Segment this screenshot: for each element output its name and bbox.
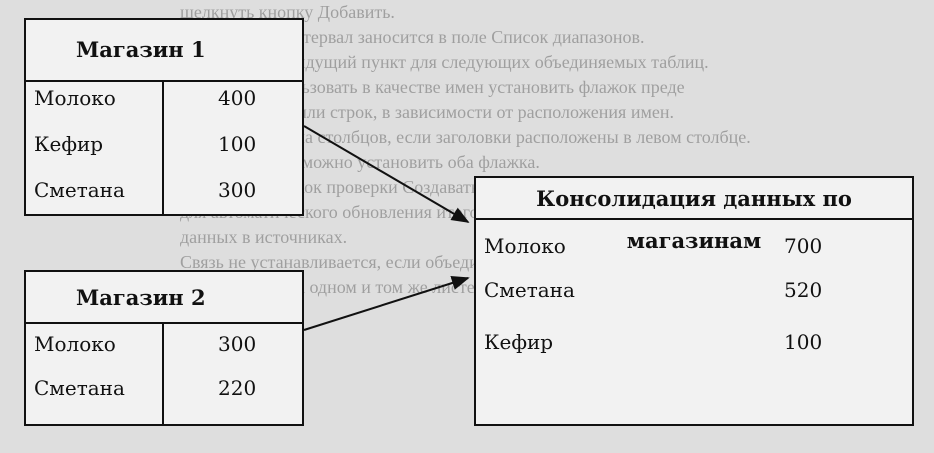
consolidation-row-value: 700 (784, 234, 823, 258)
store2-column-divider (162, 324, 164, 424)
background-text-line: щелкнуть кнопку Добавить. (180, 2, 395, 22)
store2-row-name: Молоко (34, 332, 116, 356)
background-text-line: данных в источниках. (180, 227, 348, 247)
store2-row-value: 300 (218, 332, 257, 356)
store1-column-divider (162, 82, 164, 214)
consolidation-title: Консолидация данных по магазинам (476, 178, 912, 253)
arrow-store1-to-consolidation (303, 125, 470, 223)
store1-row-name: Кефир (34, 132, 104, 156)
consolidation-row-name: Молоко (484, 234, 566, 258)
store2-table: Магазин 2 Молоко 300 Сметана 220 (24, 270, 304, 426)
store1-row-value: 400 (218, 86, 257, 110)
store1-row-name: Молоко (34, 86, 116, 110)
store1-table: Магазин 1 Молоко 400 Кефир 100 Сметана 3… (24, 18, 304, 216)
store1-row-name: Сметана (34, 178, 125, 202)
consolidation-row-name: Сметана (484, 278, 575, 302)
store2-row-value: 220 (218, 376, 257, 400)
background-text-line: Повторить предыдущий пункт для следующих… (150, 50, 934, 75)
store1-row-value: 100 (218, 132, 257, 156)
store2-row-name: Сметана (34, 376, 125, 400)
consolidation-row-name: Кефир (484, 330, 554, 354)
store2-title: Магазин 2 (26, 272, 302, 324)
consolidation-row-value: 100 (784, 330, 823, 354)
store1-title: Магазин 1 (26, 20, 302, 82)
consolidation-row-value: 520 (784, 278, 823, 302)
store1-row-value: 300 (218, 178, 257, 202)
arrow-store2-to-consolidation (303, 276, 470, 331)
consolidation-table: Консолидация данных по магазинам Молоко … (474, 176, 914, 426)
background-text-line: Например, имена столбцов, если заголовки… (180, 127, 751, 147)
